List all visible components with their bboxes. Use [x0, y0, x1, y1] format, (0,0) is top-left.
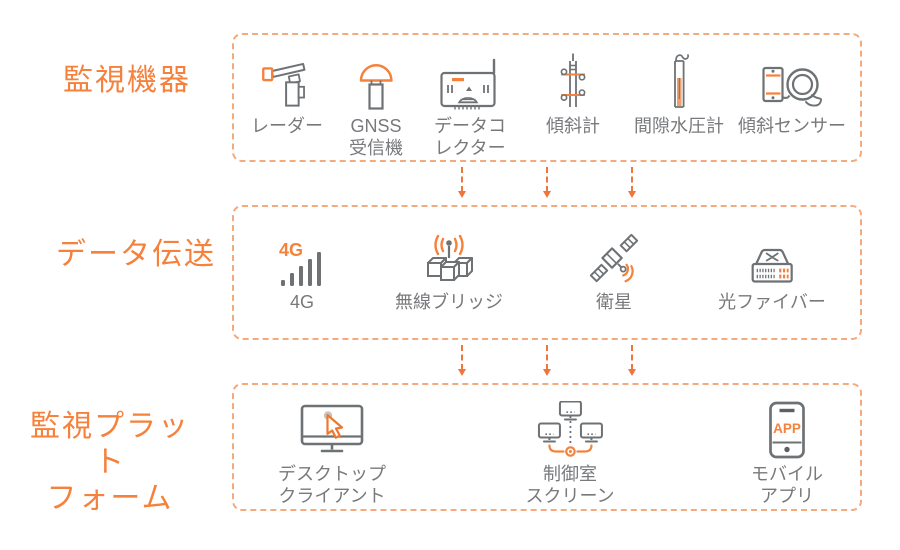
data-collector-icon [440, 58, 496, 110]
satellite-icon [589, 233, 639, 283]
transmission-fiber: 光ファイバー [718, 229, 826, 313]
transmission-4g: 4G 4G [279, 229, 325, 313]
inclinometer-icon [560, 53, 586, 107]
wireless-bridge-icon [427, 234, 473, 281]
4g-text: 4G [279, 240, 303, 260]
item-label: 制御室 [542, 464, 597, 484]
item-label: 傾斜計 [546, 116, 600, 136]
fiber-optic-icon [751, 248, 793, 283]
device-piezometer: 間隙水圧計 [634, 51, 724, 137]
gnss-receiver-icon [359, 64, 393, 110]
tilt-sensor-icon [762, 66, 822, 107]
device-data-collector: データコレクター [434, 51, 506, 159]
data-transmission-box: 4G 4G [232, 205, 862, 340]
radar-icon [262, 62, 306, 107]
section-title-line2: フォーム [46, 482, 174, 515]
item-label: 間隙水圧計 [634, 116, 724, 136]
item-label: デスクトップ [278, 464, 386, 484]
mobile-app-icon: APP [769, 401, 805, 459]
flow-arrow-down [456, 167, 468, 198]
item-label-line2: アプリ [760, 486, 814, 506]
monitoring-platform-box: デスクトップクライアント [232, 383, 862, 511]
device-inclinometer: 傾斜計 [546, 51, 600, 137]
device-radar: レーダー [251, 51, 323, 137]
desktop-client-icon [300, 404, 364, 453]
section-title-monitoring-devices: 監視機器 [37, 63, 217, 99]
transmission-wireless-bridge: 無線ブリッジ [395, 229, 503, 313]
item-label: レーダー [251, 116, 323, 136]
device-tilt-sensor: 傾斜センサー [738, 51, 846, 137]
item-label: 4G [289, 292, 314, 312]
section-title-line1: データ伝送 [56, 238, 216, 271]
section-title-line1: 監視機器 [63, 64, 191, 97]
app-text: APP [773, 421, 801, 436]
flow-arrow-down [456, 345, 468, 376]
section-title-data-transmission: データ伝送 [46, 237, 226, 273]
platform-mobile-app: APP モバイルアプリ [751, 397, 823, 507]
item-label: 無線ブリッジ [395, 292, 503, 312]
4g-signal-icon: 4G [279, 240, 321, 286]
item-label-line2: クライアント [278, 486, 386, 506]
item-label: モバイル [751, 464, 823, 484]
platform-control-room-screen: 制御室スクリーン [525, 397, 615, 507]
piezometer-icon [674, 54, 689, 108]
item-label: GNSS [350, 116, 402, 136]
section-title-line1: 監視プラット [30, 410, 190, 479]
platform-desktop-client: デスクトップクライアント [278, 397, 386, 507]
item-label: 光ファイバー [718, 292, 826, 312]
item-label-line2: 受信機 [349, 138, 403, 158]
flow-arrow-down [541, 167, 553, 198]
flow-arrow-down [626, 345, 638, 376]
control-room-screen-icon [537, 401, 603, 457]
item-label: 衛星 [596, 292, 632, 312]
transmission-satellite: 衛星 [586, 229, 642, 313]
flow-arrow-down [626, 167, 638, 198]
section-title-monitoring-platform: 監視プラット フォーム [15, 409, 205, 517]
item-label: データコ [434, 116, 506, 136]
item-label: 傾斜センサー [738, 116, 846, 136]
flow-arrow-down [541, 345, 553, 376]
item-label-line2: レクター [434, 138, 506, 158]
item-label-line2: スクリーン [525, 486, 615, 506]
